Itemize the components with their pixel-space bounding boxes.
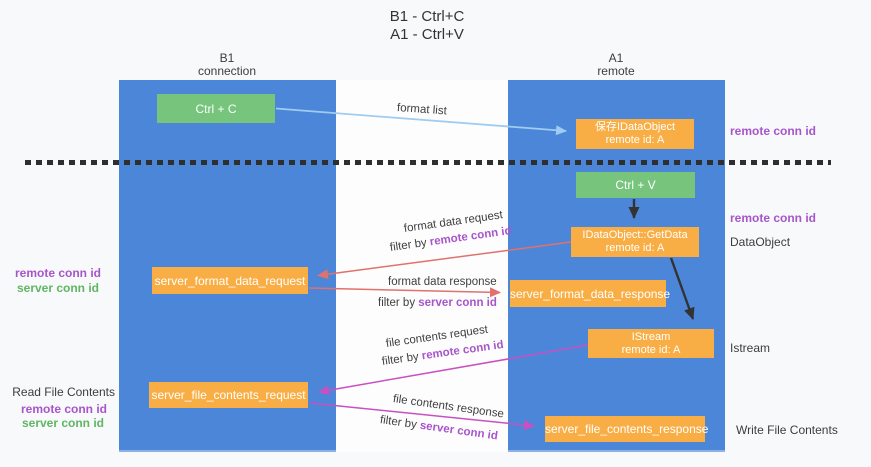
write-file-contents-label: Write File Contents — [736, 423, 838, 437]
node-idataobject-getdata-line2: remote id: A — [605, 242, 665, 254]
left-column-header-line2: connection — [197, 64, 257, 78]
node-idataobject-getdata: IDataObject::GetData remote id: A — [571, 227, 699, 257]
session-separator-line — [25, 160, 831, 165]
node-save-idataobject-line2: remote id: A — [605, 134, 665, 146]
node-idataobject-getdata-line1: IDataObject::GetData — [582, 229, 688, 241]
node-ctrl-c-label: Ctrl + C — [195, 101, 237, 116]
format-data-response-filter-label: filter by server conn id — [378, 297, 497, 309]
server-conn-id-text: server conn id — [418, 297, 497, 309]
left-server-conn-id-2-label: server conn id — [21, 416, 104, 430]
diagram-title: B1 - Ctrl+C A1 - Ctrl+V — [0, 8, 854, 44]
node-server-format-data-response: server_format_data_response — [510, 280, 671, 307]
node-istream-line2: remote id: A — [621, 343, 681, 356]
istream-label: Istream — [730, 341, 771, 355]
right-remote-conn-id-top-label: remote conn id — [730, 124, 817, 138]
read-file-contents-label: Read File Contents — [12, 385, 115, 399]
node-ctrl-c: Ctrl + C — [157, 94, 275, 123]
dataobject-label: DataObject — [730, 235, 791, 249]
right-column-header-line2: remote — [597, 64, 635, 78]
node-server-file-contents-response-label: server_file_contents_response — [545, 422, 709, 436]
node-istream-line1: IStream — [631, 330, 671, 343]
left-remote-conn-id-2-label: remote conn id — [20, 402, 107, 416]
node-ctrl-v: Ctrl + V — [576, 172, 695, 198]
right-remote-conn-id-mid-label: remote conn id — [730, 211, 817, 225]
node-save-idataobject-line1: 保存IDataObject — [594, 121, 676, 133]
left-remote-conn-id-1-label: remote conn id — [14, 266, 101, 280]
left-column-header: B1 connection — [157, 52, 297, 78]
right-column-header: A1 remote — [546, 52, 686, 78]
diagram-title-line2: A1 - Ctrl+V — [390, 26, 464, 43]
node-server-format-data-request: server_format_data_request — [152, 267, 308, 294]
node-server-format-data-request-label: server_format_data_request — [154, 273, 306, 288]
format-data-response-label: format data response — [388, 276, 497, 288]
left-server-conn-id-1-label: server conn id — [16, 281, 99, 295]
node-ctrl-v-label: Ctrl + V — [615, 178, 656, 192]
right-column-header-line1: A1 — [608, 51, 624, 65]
left-column-header-line1: B1 — [219, 51, 235, 65]
node-server-file-contents-request: server_file_contents_request — [149, 382, 308, 408]
node-server-file-contents-response: server_file_contents_response — [545, 416, 709, 442]
node-istream: IStream remote id: A — [588, 329, 714, 358]
node-save-idataobject: 保存IDataObject remote id: A — [576, 119, 694, 149]
node-server-format-data-response-label: server_format_data_response — [510, 286, 671, 301]
diagram-title-line1: B1 - Ctrl+C — [389, 8, 465, 25]
filter-by-text: filter by — [378, 297, 419, 309]
node-server-file-contents-request-label: server_file_contents_request — [151, 388, 306, 402]
